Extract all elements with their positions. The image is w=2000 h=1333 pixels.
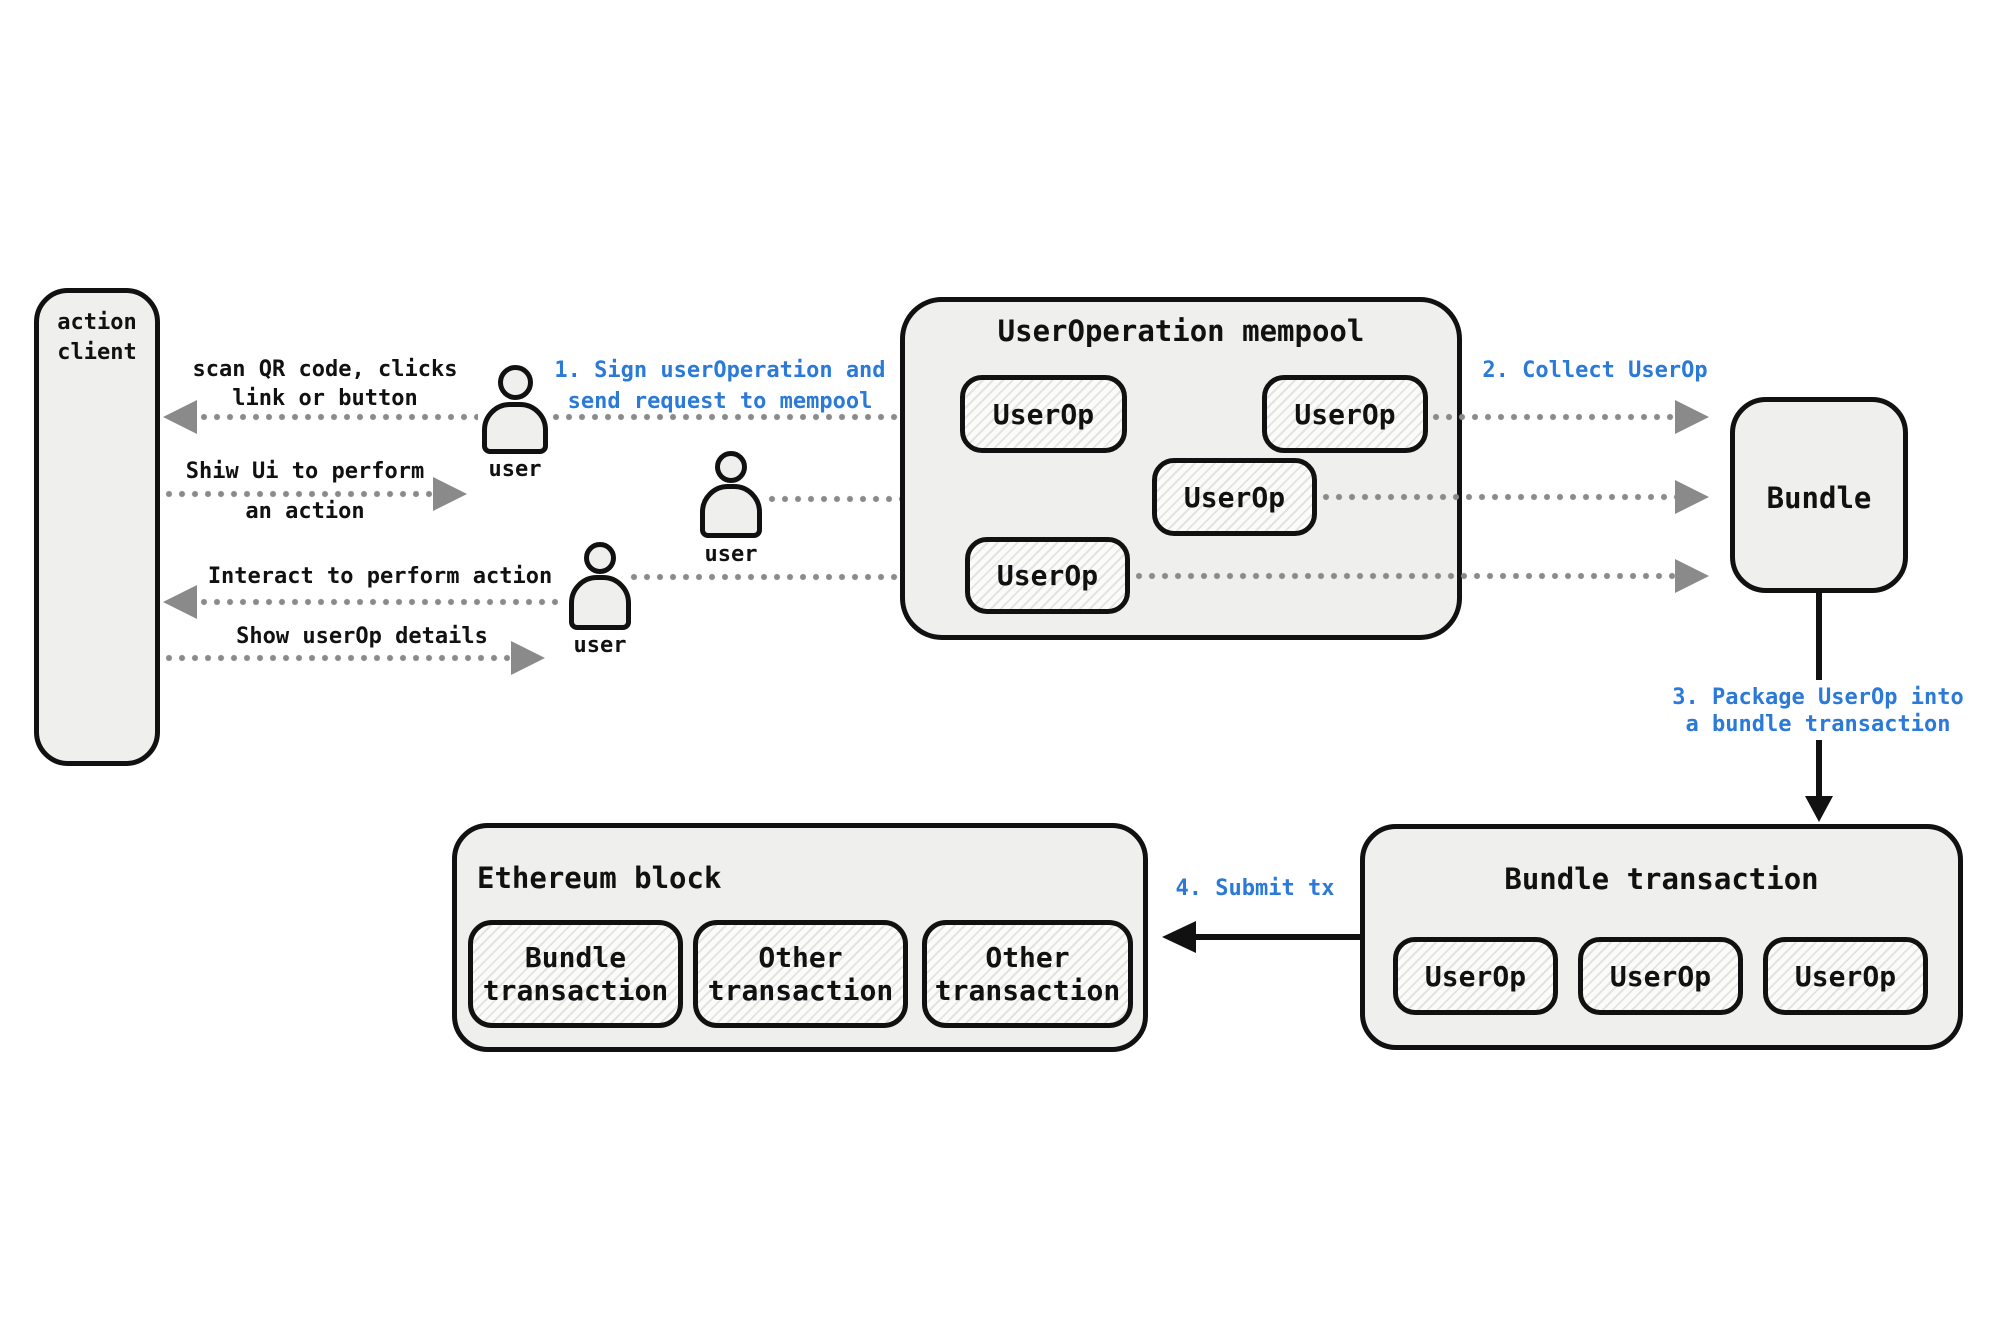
message-scan-qr-arrowhead-left-icon [163,400,197,434]
mempool-userop-3-label: UserOp [1183,480,1286,514]
bundle-transaction-userop-3: UserOp [1763,937,1928,1015]
bundle-transaction-userop-2-label: UserOp [1609,959,1712,993]
bundle-transaction-userop-1-label: UserOp [1424,959,1527,993]
message-scan-qr-line2: link or button [232,386,418,411]
message-show-ui-line1: Shiw Ui to perform [185,459,425,484]
step1-label-line2: send request to mempool [567,389,873,414]
message-interact-label: Interact to perform action [207,564,553,589]
mempool-userop-3: UserOp [1152,458,1317,536]
mempool-row3-to-bundle-arrowhead-icon [1675,559,1709,593]
message-show-ui-line2: an action [245,499,365,524]
message-show-ui-arrowhead-icon [433,477,467,511]
mempool-row1-to-bundle-arrowhead-icon [1675,400,1709,434]
mempool-userop-4-label: UserOp [996,559,1099,592]
message-show-userop-dotted-line [165,654,510,662]
ethereum-block-tx-2-line1: Other [758,941,843,974]
mempool-userop-2-label: UserOp [1294,397,1396,431]
bundle-transaction-userop-1: UserOp [1393,937,1558,1015]
action-client-box [34,288,160,766]
bundle-transaction-userop-3-label: UserOp [1794,959,1897,993]
action-client-label-line1: action [57,310,137,335]
ethereum-block-tx-2-line2: transaction [707,974,894,1007]
user2-body-icon [700,484,762,538]
message-scan-qr-label: scan QR code, clicks link or button [175,355,475,413]
mempool-row2-to-bundle-arrowhead-icon [1675,480,1709,514]
message-show-userop-label: Show userOp details [236,624,488,649]
mempool-userop-1: UserOp [960,375,1127,453]
user2-label: user [704,542,758,567]
ethereum-block-tx-2: Other transaction [693,920,908,1028]
user1-to-mempool-dotted-line [552,413,920,421]
message-show-ui-dotted-line [165,490,433,498]
mempool-title: UserOperation mempool [997,314,1365,348]
user3-head-icon [584,542,616,574]
submit-tx-arrowhead-left-icon [1162,921,1196,953]
bundle-transaction-userop-2: UserOp [1578,937,1743,1015]
mempool-userop-4: UserOp [965,537,1130,614]
ethereum-block-tx-1-line2: transaction [482,974,669,1007]
user3-to-mempool-dotted-line [630,573,922,581]
bundle-down-arrow-line-upper [1816,592,1822,680]
step1-label: 1. Sign userOperation and send request t… [545,355,895,417]
action-client-label: action client [34,308,160,368]
user2-head-icon [715,451,747,483]
bundle-box [1730,397,1908,593]
ethereum-block-tx-3: Other transaction [922,920,1133,1028]
user3-label: user [573,633,627,658]
user1-head-icon [498,365,533,400]
mempool-userop-1-label: UserOp [992,397,1095,431]
bundle-transaction-title: Bundle transaction [1504,862,1819,896]
mempool-userop-2: UserOp [1262,375,1428,453]
message-interact-dotted-line [200,598,558,606]
submit-tx-arrow-line [1196,934,1360,940]
ethereum-block-title: Ethereum block [477,861,722,895]
step3-label-line2: a bundle transaction [1685,712,1951,737]
action-client-label-line2: client [57,340,137,365]
bundle-label: Bundle [1766,481,1872,515]
message-scan-qr-dotted-line [200,413,478,421]
step3-label: 3. Package UserOp into a bundle transact… [1640,684,1996,738]
mempool-row1-to-bundle-dotted-line [1432,413,1677,421]
message-interact-arrowhead-left-icon [163,585,197,619]
step3-label-line1: 3. Package UserOp into [1672,685,1964,710]
bundle-down-arrow-line-lower [1816,740,1822,798]
ethereum-block-tx-3-line2: transaction [934,974,1121,1007]
mempool-row3-to-bundle-dotted-line [1135,572,1677,580]
user3-body-icon [569,575,631,630]
step1-label-line1: 1. Sign userOperation and [554,358,886,383]
mempool-row2-to-bundle-dotted-line [1322,493,1677,501]
ethereum-block-tx-1: Bundle transaction [468,920,683,1028]
step2-label: 2. Collect UserOp [1482,358,1708,383]
step4-label: 4. Submit tx [1175,876,1335,901]
bundle-down-arrowhead-icon [1805,796,1833,822]
ethereum-block-tx-1-line1: Bundle [524,941,627,974]
ethereum-block-tx-3-line1: Other [985,941,1070,974]
user1-body-icon [482,402,548,454]
user1-label: user [488,457,542,482]
message-scan-qr-line1: scan QR code, clicks [192,357,458,382]
message-show-userop-arrowhead-icon [511,641,545,675]
